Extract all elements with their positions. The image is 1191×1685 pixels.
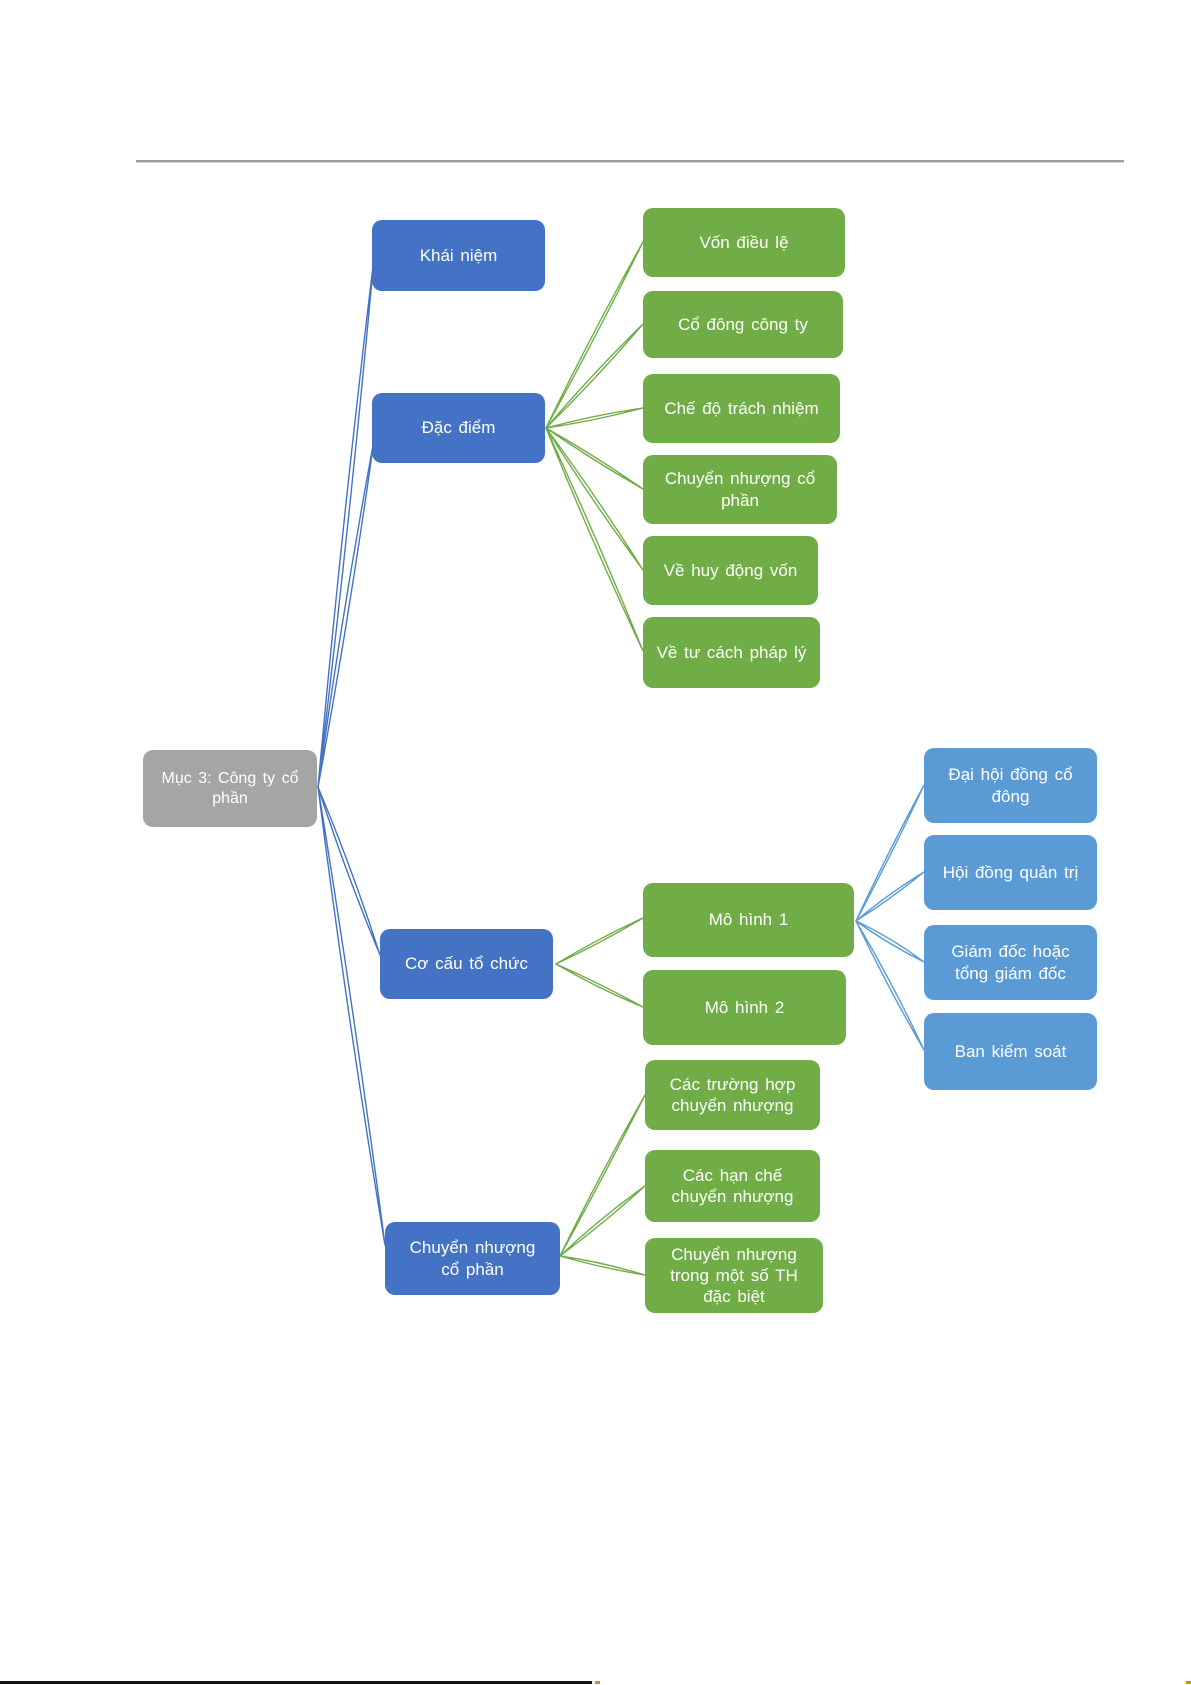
node-label: Đặc điểm [421, 418, 496, 438]
node-ve-huy-dong-von[interactable]: Về huy động vốn [643, 536, 818, 605]
node-hoi-dong-quan-tri[interactable]: Hội đồng quản trị [924, 835, 1097, 910]
connector-dacdiem-huy-dong-von [545, 427, 644, 571]
node-label: Giám đốc hoặc tổng giám đốc [951, 942, 1070, 983]
connector-root-khai-niem [317, 257, 375, 788]
connector-root-co-cau [317, 786, 381, 956]
node-cac-han-che-chuyen-nhuong[interactable]: Các hạn chế chuyển nhượng [645, 1150, 820, 1222]
node-label: Chế độ trách nhiệm [664, 398, 819, 418]
node-muc-3-cong-ty-co-phan[interactable]: Mục 3: Công ty cổ phần [143, 750, 317, 827]
bottom-edge-accent-dot-right [1186, 1681, 1191, 1684]
node-co-cau-to-chuc[interactable]: Cơ cấu tổ chức [380, 929, 553, 999]
node-label: Các trường hợp chuyển nhượng [669, 1074, 796, 1115]
node-label: Cơ cấu tổ chức [404, 954, 529, 974]
node-label: Chuyển nhượng trong một số TH đặc biệt [670, 1244, 798, 1307]
connector-cocau-mo-hinh-1 [555, 917, 644, 965]
node-von-dieu-le[interactable]: Vốn điều lệ [643, 208, 845, 277]
connector-root-chuyen-nhuong [317, 786, 386, 1246]
node-mo-hinh-2[interactable]: Mô hình 2 [643, 970, 846, 1045]
connector-mh1-ban-kiem-soat [855, 920, 925, 1051]
connector-mh1-dai-hoi-dong [855, 784, 925, 922]
connector-dacdiem-co-dong [545, 323, 644, 429]
connector-cocau-mo-hinh-2 [555, 963, 644, 1008]
connector-dacdiem-tu-cach-phap-ly [545, 427, 644, 652]
connector-cn-truong-hop [559, 1094, 646, 1257]
node-label: Đại hội đồng cổ đông [948, 765, 1073, 806]
node-chuyen-nhuong-co-phan-dac-diem[interactable]: Chuyển nhượng cổ phần [643, 455, 837, 524]
node-ve-tu-cach-phap-ly[interactable]: Về tư cách pháp lý [643, 617, 820, 688]
node-label: Mô hình 2 [704, 997, 785, 1017]
node-label: Chuyển nhượng cổ phần [664, 469, 816, 510]
connector-cn-dac-biet [559, 1255, 646, 1276]
node-khai-niem[interactable]: Khái niệm [372, 220, 545, 291]
node-label: Về tư cách pháp lý [656, 642, 807, 662]
node-label: Hội đồng quản trị [942, 862, 1079, 882]
node-label: Ban kiểm soát [954, 1041, 1067, 1061]
node-label: Khái niệm [419, 245, 498, 265]
connector-root-dac-diem [317, 439, 375, 788]
node-cac-truong-hop-chuyen-nhuong[interactable]: Các trường hợp chuyển nhượng [645, 1060, 820, 1130]
connector-dacdiem-von-dieu-le [545, 241, 644, 429]
node-dac-diem[interactable]: Đặc điểm [372, 393, 545, 463]
node-label: Vốn điều lệ [699, 232, 789, 252]
connector-mh1-hoi-dong-quan-tri [855, 871, 925, 922]
bottom-edge-accent-dot [595, 1681, 600, 1684]
node-chuyen-nhuong-co-phan[interactable]: Chuyển nhượng cổ phần [385, 1222, 560, 1295]
connector-dacdiem-chuyen-nhuong-co [545, 427, 644, 490]
node-che-do-trach-nhiem[interactable]: Chế độ trách nhiệm [643, 374, 840, 443]
node-label: Mô hình 1 [708, 910, 789, 930]
node-label: Chuyển nhượng cổ phần [409, 1238, 536, 1279]
node-label: Mục 3: Công ty cổ phần [161, 769, 299, 807]
connector-mh1-giam-doc [855, 920, 925, 963]
node-co-dong-cong-ty[interactable]: Cổ đông công ty [643, 291, 843, 358]
top-divider-rule [136, 160, 1124, 163]
node-label: Cổ đông công ty [678, 314, 808, 334]
connector-cn-han-che [559, 1185, 646, 1257]
node-mo-hinh-1[interactable]: Mô hình 1 [643, 883, 854, 957]
node-ban-kiem-soat[interactable]: Ban kiểm soát [924, 1013, 1097, 1090]
node-label: Các hạn chế chuyển nhượng [671, 1165, 794, 1206]
node-giam-doc-hoac-tong-giam-doc[interactable]: Giám đốc hoặc tổng giám đốc [924, 925, 1097, 1000]
node-chuyen-nhuong-th-dac-biet[interactable]: Chuyển nhượng trong một số TH đặc biệt [645, 1238, 823, 1313]
connector-dacdiem-che-do [545, 407, 644, 429]
node-dai-hoi-dong-co-dong[interactable]: Đại hội đồng cổ đông [924, 748, 1097, 823]
node-label: Về huy động vốn [663, 560, 798, 580]
bottom-edge-bar [0, 1681, 592, 1684]
